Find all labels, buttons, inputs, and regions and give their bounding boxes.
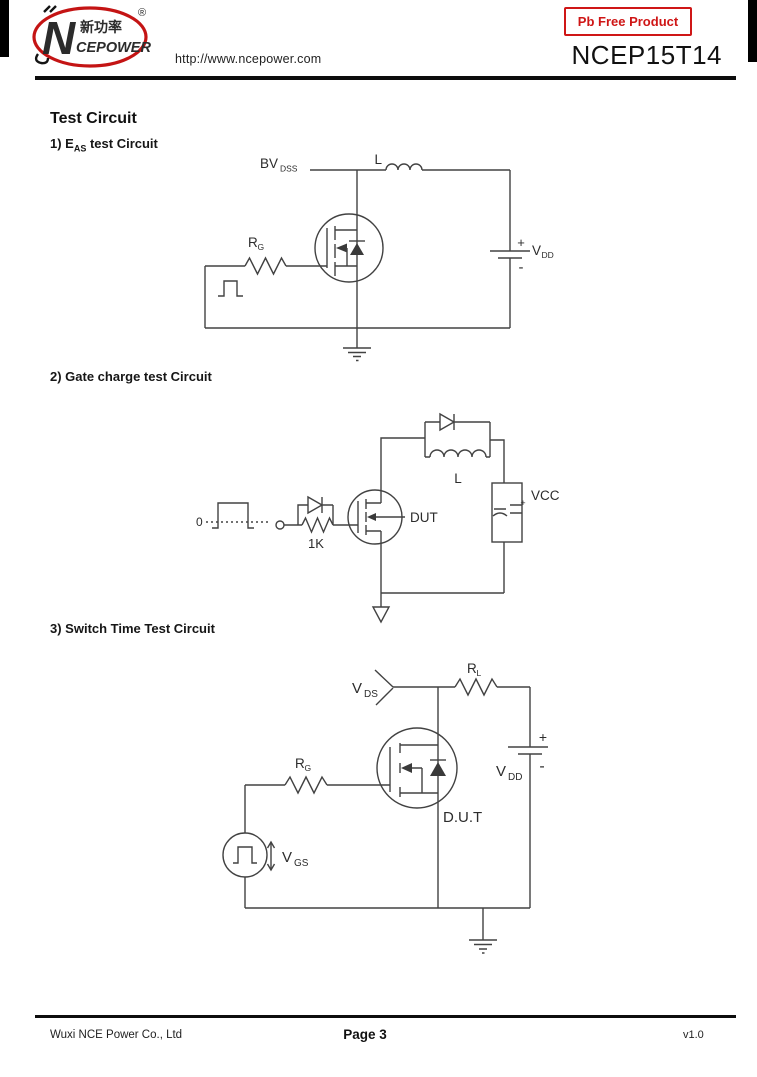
input-terminal-dot [275, 520, 285, 530]
vgs-label: V [282, 849, 292, 866]
rg-subscript: G [258, 242, 265, 252]
logo-english-text: CEPOWER [76, 40, 151, 56]
logo-plug-cable-icon [34, 5, 57, 65]
logo-chinese-text: 新功率 [80, 19, 122, 35]
mosfet-arrow-icon [336, 243, 347, 253]
mosfet-symbol [314, 213, 384, 283]
capacitor-icon [492, 508, 508, 517]
ground-icon [343, 328, 371, 362]
battery-icon [490, 250, 530, 259]
gate-diode-icon [307, 495, 324, 515]
dut-mosfet-symbol [376, 727, 458, 809]
footer-company: Wuxi NCE Power Co., Ltd [50, 1029, 183, 1041]
pulse-input-icon [233, 846, 257, 864]
footer-version: v1.0 [683, 1029, 704, 1041]
section-1-heading: 1) EAS test Circuit [50, 136, 158, 154]
bvdss-subscript: DSS [280, 164, 298, 174]
inductor-coil-icon [385, 163, 423, 171]
scan-artifact-right [748, 0, 757, 62]
capacitor-plus-sign: + [520, 498, 525, 508]
dut-label: D.U.T [443, 809, 482, 826]
pulse-generator-icon [222, 832, 268, 878]
circuit2-labels: 0 1K DUT L + VCC [196, 471, 560, 551]
ground-arrow-icon [371, 606, 391, 624]
mosfet-arrow-icon [401, 763, 412, 773]
registered-mark-icon: ® [138, 7, 146, 19]
header-rule [35, 76, 736, 80]
resistor-icon [301, 516, 334, 534]
section-1-prefix: 1) E [50, 136, 74, 151]
section-1-subscript: AS [73, 143, 87, 154]
pulse-input-icon [218, 280, 243, 297]
dut-label: DUT [410, 510, 438, 525]
vdd-subscript: DD [542, 250, 554, 260]
page-title: Test Circuit [50, 110, 137, 127]
mosfet-arrow-icon [367, 513, 376, 521]
rl-label: R [467, 661, 477, 676]
battery-icon [508, 746, 548, 755]
logo-n-letter: N [42, 12, 76, 64]
section-2-heading: 2) Gate charge test Circuit [50, 369, 212, 384]
battery-plus-sign: + [539, 729, 547, 745]
resistor-icon [244, 256, 287, 276]
freewheel-diode-icon [439, 412, 456, 432]
vcc-label: VCC [531, 488, 560, 503]
rg-label: R [295, 756, 305, 771]
circuit3-labels: V DS R L + - V DD R G D.U.T V GS [282, 661, 547, 869]
battery-minus-sign: - [539, 758, 544, 775]
vds-probe-icon [374, 669, 394, 706]
pb-free-badge: Pb Free Product [564, 7, 692, 36]
switch-time-circuit-diagram: V DS R L + - V DD R G D.U.T V GS [222, 661, 548, 954]
logo-oval [32, 6, 148, 68]
inductor-label: L [374, 152, 382, 167]
circuit1-labels: BV DSS L + V DD - R G [248, 152, 554, 276]
rg-subscript: G [305, 763, 312, 773]
company-logo: ® N 新功率 CEPOWER [32, 5, 151, 68]
company-url: http://www.ncepower.com [175, 52, 322, 66]
pulse-input-icon [212, 502, 254, 529]
zero-level-label: 0 [196, 515, 203, 529]
load-resistor-icon [454, 677, 498, 697]
part-number: NCEP15T14 [571, 40, 722, 70]
section-3-heading: 3) Switch Time Test Circuit [50, 621, 215, 636]
footer-page-number: Page 3 [343, 1027, 387, 1042]
body-diode-icon [430, 762, 446, 776]
gate-charge-circuit-diagram: 0 1K DUT L + VCC [196, 412, 560, 624]
body-diode-icon [350, 243, 364, 255]
circuit2-wires [206, 412, 523, 624]
vdd-label: V [532, 243, 541, 258]
vds-label: V [352, 680, 362, 697]
polarized-capacitor-icon [510, 504, 522, 514]
bvdss-label: BV [260, 156, 278, 171]
vdd-subscript: DD [508, 772, 522, 783]
circuit3-wires [222, 669, 548, 954]
vgs-subscript: GS [294, 858, 309, 869]
battery-plus-sign: + [517, 235, 525, 250]
rl-subscript: L [477, 668, 482, 678]
gate-resistor-icon [284, 775, 328, 795]
vds-subscript: DS [364, 689, 378, 700]
ground-icon [469, 908, 497, 954]
scan-artifact-left [0, 0, 9, 57]
rg-label: R [248, 235, 258, 250]
eas-test-circuit-diagram: BV DSS L + V DD - R G [204, 152, 554, 362]
vdd-label: V [496, 763, 506, 780]
battery-minus-sign: - [519, 259, 524, 276]
inductor-coil-icon [429, 449, 487, 458]
footer-rule [35, 1015, 736, 1018]
resistor-value-label: 1K [308, 536, 324, 551]
section-1-suffix: test Circuit [86, 136, 158, 151]
inductor-label: L [454, 471, 462, 486]
circuit1-wires [204, 163, 530, 362]
dut-mosfet-symbol [347, 489, 405, 545]
